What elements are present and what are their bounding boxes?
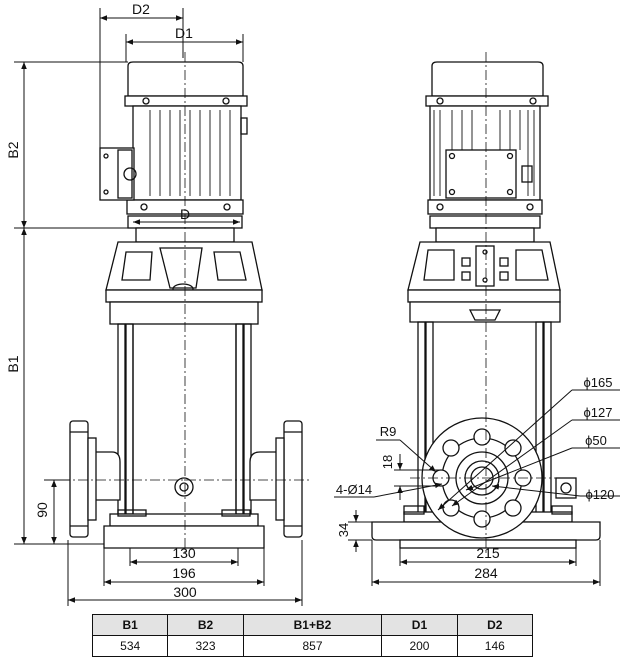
table-header-row: B1 B2 B1+B2 D1 D2	[91, 614, 534, 636]
table-header: D1	[381, 614, 458, 636]
label-196: 196	[172, 565, 196, 581]
centre-lines	[60, 52, 310, 556]
label-4-holes: 4-Ø14	[336, 482, 372, 497]
label-215: 215	[476, 545, 500, 561]
motor-body	[126, 105, 248, 215]
table-cell: 146	[456, 635, 534, 657]
label-d: D	[180, 206, 190, 222]
table-cell: 323	[167, 635, 244, 657]
terminal-box	[99, 147, 137, 201]
label-phi50: ϕ50	[585, 433, 607, 448]
dimension-table: B1 B2 B1+B2 D1 D2 534 323 857 200 146	[91, 614, 534, 657]
table-row: 534 323 857 200 146	[91, 635, 534, 657]
dimension-labels: D2 D1 D B2 B1 90 130 196 300 ϕ165 ϕ127 ϕ…	[5, 1, 614, 600]
table-header: D2	[456, 614, 534, 636]
label-b2: B2	[5, 141, 21, 158]
pump-housing	[69, 420, 303, 549]
label-d1: D1	[175, 25, 193, 41]
label-r9: R9	[380, 424, 397, 439]
label-90: 90	[34, 502, 50, 518]
label-b1: B1	[5, 355, 21, 372]
front-view	[60, 52, 310, 556]
label-d2: D2	[132, 1, 150, 17]
label-phi127: ϕ127	[584, 405, 613, 420]
label-284: 284	[474, 565, 498, 581]
side-stool	[407, 215, 561, 323]
label-34: 34	[336, 523, 351, 537]
table-header: B2	[167, 614, 244, 636]
table-header: B1	[91, 614, 169, 636]
dimension-lines	[14, 8, 620, 606]
table-cell: 200	[381, 635, 458, 657]
table-header: B1+B2	[242, 614, 383, 636]
side-centre-lines	[410, 52, 560, 556]
motor-fan-cover	[124, 61, 248, 107]
label-phi120: ϕ120	[586, 487, 615, 502]
label-130: 130	[172, 545, 196, 561]
motor-stool	[105, 215, 263, 325]
table-cell: 534	[91, 635, 169, 657]
side-view	[371, 52, 601, 556]
side-motor	[425, 61, 549, 215]
label-300: 300	[173, 584, 197, 600]
label-phi165: ϕ165	[584, 375, 613, 390]
table-cell: 857	[242, 635, 383, 657]
label-18: 18	[380, 455, 395, 469]
tie-rods	[117, 323, 252, 515]
